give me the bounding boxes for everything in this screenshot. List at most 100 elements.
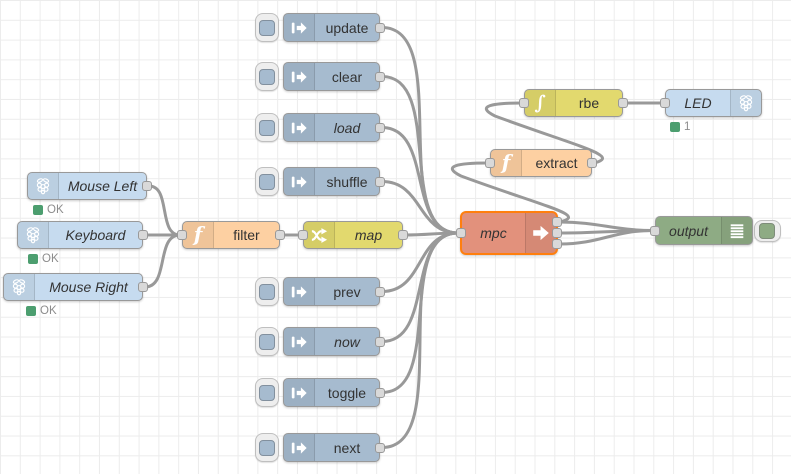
inject-arrow-icon [284, 434, 315, 461]
node-inject-shuffle[interactable]: shuffle [283, 167, 385, 196]
output-port[interactable] [552, 217, 562, 227]
node-inject-load[interactable]: load [283, 113, 385, 142]
inject-button-square[interactable] [259, 19, 275, 36]
output-port[interactable] [375, 122, 385, 133]
node-inject-clear[interactable]: clear [283, 62, 385, 91]
output-port[interactable] [138, 230, 148, 240]
node-label: rbe [578, 95, 600, 111]
node-mouse-right[interactable]: Mouse Right [3, 273, 148, 301]
node-inject-next[interactable]: next [283, 433, 385, 462]
status-dot [26, 306, 36, 316]
node-led[interactable]: LED [660, 89, 762, 117]
output-port[interactable] [552, 228, 562, 238]
wire-mouse-right-to-filter[interactable] [143, 233, 182, 289]
node-inject-prev[interactable]: prev [283, 277, 385, 306]
node-label: toggle [327, 384, 367, 401]
inject-arrow-icon [284, 278, 315, 305]
node-label: extract [535, 155, 578, 171]
status-badge: 1 [670, 121, 690, 133]
node-label: output [669, 222, 708, 239]
output-port[interactable] [587, 158, 597, 168]
node-map[interactable]: map [298, 221, 408, 249]
output-port[interactable] [552, 239, 562, 249]
input-port[interactable] [650, 225, 660, 236]
output-port[interactable] [142, 181, 152, 191]
output-port[interactable] [275, 230, 285, 240]
inject-button-square[interactable] [259, 384, 275, 401]
output-port[interactable] [375, 387, 385, 398]
node-keyboard[interactable]: Keyboard [17, 221, 148, 249]
node-inject-toggle[interactable]: toggle [283, 378, 385, 407]
node-label: mpc [480, 225, 507, 241]
status-badge: OK [26, 305, 57, 317]
inject-arrow-icon [284, 14, 315, 41]
inject-button-square[interactable] [259, 439, 275, 456]
raspberry-icon [4, 274, 35, 300]
status-text: OK [47, 204, 64, 216]
node-label: LED [684, 95, 712, 111]
wire-mpc-to-output[interactable] [558, 229, 655, 246]
raspberry-icon [730, 90, 761, 116]
inject-arrow-icon [284, 168, 315, 195]
inject-button-square[interactable] [259, 333, 275, 350]
rbe-hysteresis-icon: ∫ [525, 90, 556, 116]
node-action-button-square[interactable] [759, 222, 775, 239]
status-dot [28, 254, 38, 264]
output-port[interactable] [375, 286, 385, 297]
input-port[interactable] [177, 230, 187, 240]
node-rbe[interactable]: ∫ rbe [519, 89, 628, 117]
node-label: filter [233, 227, 260, 243]
node-label: next [333, 439, 361, 456]
list-bars-icon [721, 217, 752, 244]
inject-arrow-icon [284, 328, 315, 355]
node-inject-update[interactable]: update [283, 13, 385, 42]
inject-button-square[interactable] [259, 283, 275, 300]
status-text: 1 [684, 121, 691, 133]
node-label: now [334, 333, 360, 350]
output-port[interactable] [375, 336, 385, 347]
node-label: clear [331, 68, 363, 85]
output-port[interactable] [138, 282, 148, 292]
node-output[interactable]: output [650, 216, 753, 245]
inject-arrow-icon [284, 63, 315, 90]
node-label: Mouse Right [49, 279, 128, 295]
function-f-icon: f [491, 150, 522, 176]
node-mouse-left[interactable]: Mouse Left [27, 172, 152, 200]
wire-mouse-left-to-filter[interactable] [147, 184, 182, 237]
wire-extract-to-rbe[interactable] [484, 101, 604, 165]
status-badge: OK [33, 204, 64, 216]
raspberry-icon [18, 222, 49, 248]
wire-inject-shuffle-to-mpc[interactable] [380, 180, 460, 235]
node-filter[interactable]: f filter [177, 221, 285, 249]
inject-button-square[interactable] [259, 173, 275, 190]
node-extract[interactable]: f extract [485, 149, 597, 177]
output-port[interactable] [375, 176, 385, 187]
status-dot [33, 205, 43, 215]
output-port[interactable] [375, 22, 385, 33]
node-label: update [325, 19, 369, 36]
output-port[interactable] [375, 442, 385, 453]
wire-mpc-to-extract[interactable] [450, 161, 570, 224]
input-port[interactable] [298, 230, 308, 240]
big-arrow-icon [525, 213, 556, 253]
status-badge: OK [28, 253, 59, 265]
output-port[interactable] [375, 71, 385, 82]
input-port[interactable] [456, 228, 466, 238]
input-port[interactable] [660, 98, 670, 108]
function-f-icon: f [183, 222, 214, 248]
node-mpc[interactable]: mpc [456, 211, 562, 255]
output-port[interactable] [398, 230, 408, 240]
inject-button-square[interactable] [259, 68, 275, 85]
wire-inject-next-to-mpc[interactable] [380, 231, 460, 449]
status-dot [670, 122, 680, 132]
inject-button-square[interactable] [259, 119, 275, 136]
output-port[interactable] [618, 98, 628, 108]
inject-arrow-icon [284, 114, 315, 141]
input-port[interactable] [519, 98, 529, 108]
input-port[interactable] [485, 158, 495, 168]
status-text: OK [40, 305, 57, 317]
node-inject-now[interactable]: now [283, 327, 385, 356]
node-label: Keyboard [65, 227, 126, 243]
